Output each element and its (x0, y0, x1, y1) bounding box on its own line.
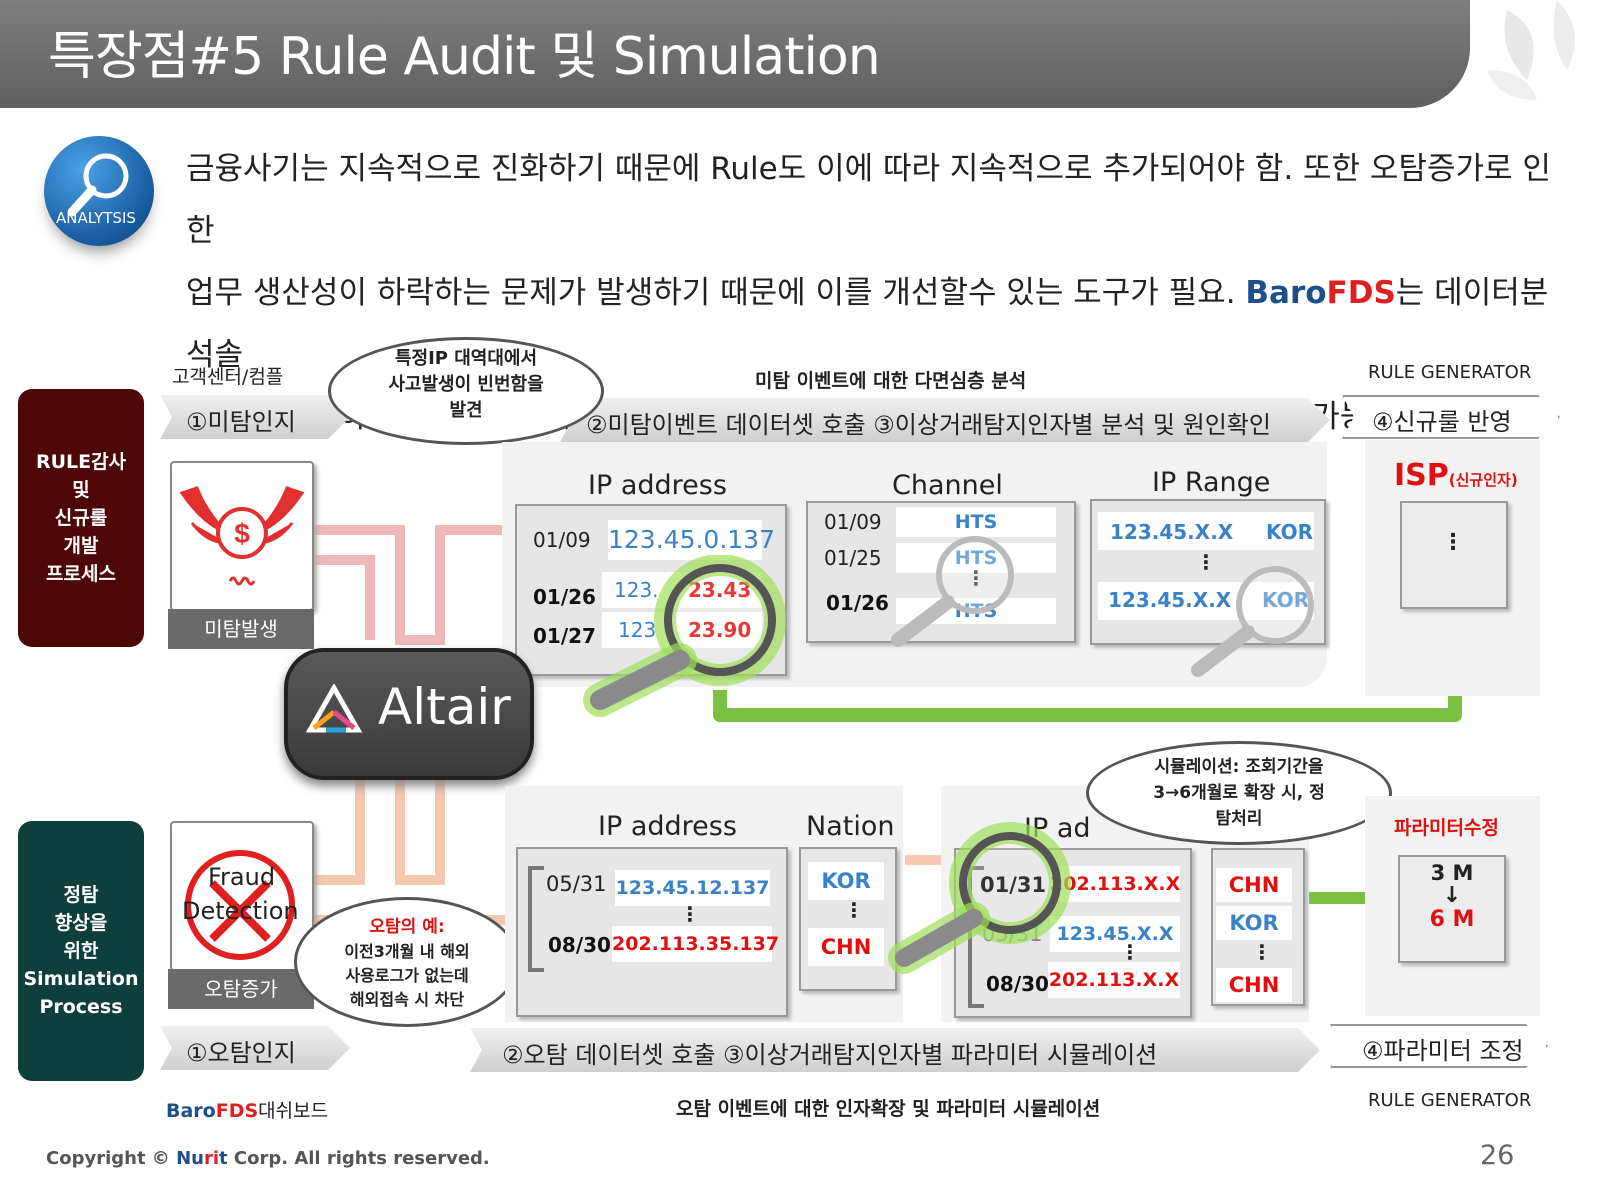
top-channel-date-2: 01/25 (824, 546, 882, 570)
winged-dollar-icon: $ (172, 463, 312, 609)
isp-dots: ⋮ (1442, 530, 1464, 555)
bottom-ip-dots: ⋮ (680, 902, 700, 926)
top-ip-value-1: 123.45.0.137 (608, 520, 762, 560)
top-analysis-title: 미탐 이벤트에 대한 다면심층 분석 (755, 366, 1026, 393)
param-to: 6 M (1400, 907, 1504, 932)
param-from: 3 M (1400, 861, 1504, 885)
dashboard-baro: Baro (166, 1100, 216, 1122)
simulation-process-label: 정탐 향상을 위한 Simulation Process (18, 821, 144, 1081)
bottom-nation-2: CHN (808, 928, 884, 966)
customer-center-label: 고객센터/컴플 (172, 362, 283, 389)
no-fraud-icon (172, 823, 312, 969)
dollar-symbol: $ (234, 518, 250, 549)
bottom-ip-date-1: 05/31 (546, 872, 607, 896)
miss-event-card: $ (170, 461, 314, 611)
copyright-ri: ri (204, 1148, 219, 1169)
bottom-ip-value-1: 123.45.12.137 (615, 870, 770, 906)
bottom-nation2-3: CHN (1216, 968, 1292, 1002)
bottom-analysis-title: 오탐 이벤트에 대한 인자확장 및 파라미터 시뮬레이션 (676, 1094, 1100, 1121)
top-speech-bubble: 특정IP 대역대에서 사고발생이 빈번함을 발견 (328, 337, 604, 445)
bottom-nation2-dots: ⋮ (1252, 940, 1272, 964)
isp-doc (1400, 501, 1508, 609)
bottom-ip-value-2: 202.113.35.137 (612, 926, 772, 962)
simulation-magnifier-icon (880, 818, 1080, 978)
altair-triangle-icon (306, 684, 362, 736)
step1-false-recognition: ①오탐인지 (186, 1033, 296, 1068)
dashboard-fds: FDS (216, 1100, 258, 1122)
step1-miss-recognition: ①미탐인지 (186, 402, 296, 437)
false-positive-card: Fraud Detection (170, 821, 314, 971)
rule-generator-bottom: RULE GENERATOR (1368, 1090, 1531, 1111)
dashboard-rest: 대쉬보드 (258, 1100, 328, 1122)
top-ip-title: IP address (588, 470, 727, 501)
false-positive-label: 오탐증가 (168, 969, 314, 1009)
isp-label: ISP(신규인자) (1394, 458, 1518, 493)
step23-top: ②미탐이벤트 데이터셋 호출 ③이상거래탐지인자별 분석 및 원인확인 (586, 405, 1271, 440)
rule-generator-top: RULE GENERATOR (1368, 362, 1531, 383)
bottom-ip-title: IP address (598, 811, 737, 842)
top-range-nation-1: KOR (1266, 520, 1313, 544)
top-ip-date-1: 01/09 (533, 528, 591, 552)
copyright-a: Copyright © (46, 1148, 176, 1169)
param-edit-label: 파라미터수정 (1394, 813, 1499, 840)
param-arrow-icon: ↓ (1400, 885, 1504, 907)
bottom-nation-1: KOR (808, 862, 884, 900)
top-range-row-1: 123.45.X.X KOR (1098, 512, 1314, 550)
simulation-speech-bubble: 시뮬레이션: 조회기간을 3→6개월로 확장 시, 정 탐처리 (1086, 741, 1392, 845)
param-doc: 3 M ↓ 6 M (1398, 855, 1506, 963)
fraud-text: Fraud (208, 863, 275, 891)
step4-new-rule: ④신규룰 반영 (1372, 402, 1512, 437)
page-number: 26 (1480, 1140, 1514, 1171)
highlight-magnifier-icon (570, 555, 790, 725)
detection-text: Detection (182, 897, 299, 925)
bubble-example-title: 오탐의 예: (297, 914, 517, 940)
bottom-nation2-1: CHN (1216, 868, 1292, 902)
copyright-nu: Nu (176, 1148, 204, 1169)
altair-logo-text: Altair (378, 678, 511, 736)
copyright-b: Corp. All rights reserved. (228, 1148, 490, 1169)
top-range-ip-1: 123.45.X.X (1110, 520, 1233, 544)
miss-event-label: 미탐발생 (168, 609, 314, 649)
bubble-example-body: 이전3개월 내 해외 사용로그가 없는데 해외접속 시 차단 (297, 940, 517, 1012)
bottom-nation2-2: KOR (1216, 906, 1292, 940)
bottom-nation-dots: ⋮ (844, 898, 864, 922)
top-range-title: IP Range (1152, 467, 1270, 498)
top-channel-title: Channel (892, 470, 1003, 501)
range-magnifier-icon (1180, 560, 1320, 690)
isp-title: ISP (1394, 458, 1449, 493)
channel-magnifier-icon (880, 530, 1020, 660)
barofds-dashboard-label: BaroFDS대쉬보드 (166, 1096, 328, 1123)
bottom-ip-bracket (528, 866, 544, 972)
step23-bottom: ②오탐 데이터셋 호출 ③이상거래탐지인자별 파라미터 시뮬레이션 (502, 1035, 1157, 1070)
isp-subtitle: (신규인자) (1449, 471, 1518, 489)
copyright-t: t (219, 1148, 228, 1169)
bottom-ip-date-2: 08/30 (548, 933, 611, 957)
rule-audit-process-label: RULE감사 및 신규룰 개발 프로세스 (18, 389, 144, 647)
top-channel-date-1: 01/09 (824, 510, 882, 534)
step4-param-adjust: ④파라미터 조정 (1362, 1031, 1524, 1066)
bottom-speech-bubble: 오탐의 예: 이전3개월 내 해외 사용로그가 없는데 해외접속 시 차단 (294, 897, 520, 1027)
copyright-footer: Copyright © Nurit Corp. All rights reser… (46, 1148, 490, 1169)
bottom-ip2-dots: ⋮ (1120, 940, 1140, 964)
